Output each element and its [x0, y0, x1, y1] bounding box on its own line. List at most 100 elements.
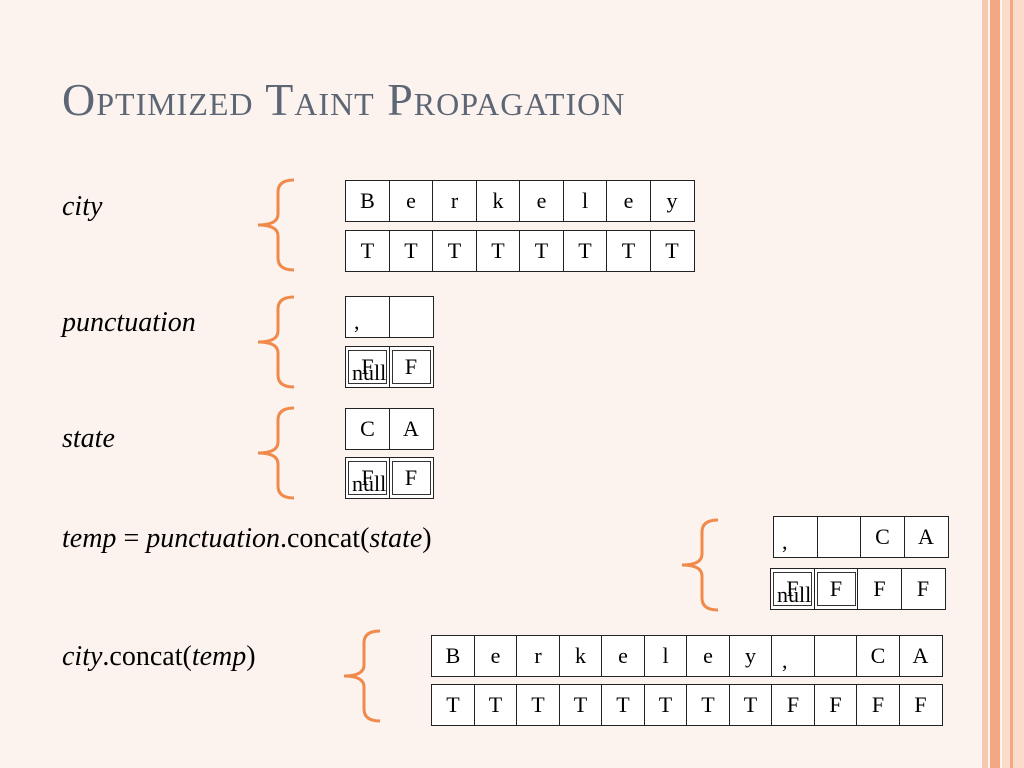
null-box [391, 461, 431, 495]
char-cell: C [345, 408, 390, 450]
taint-cell: F null [770, 568, 815, 610]
char-cell: C [856, 635, 900, 677]
taint-cell: T [643, 684, 688, 726]
taint-cell: T [686, 684, 730, 726]
temp-taint: F null F F F [770, 568, 946, 610]
taint-cell: F [898, 684, 943, 726]
char-cell: B [345, 180, 390, 222]
char-cell: A [388, 408, 434, 450]
char-cell [813, 635, 858, 677]
null-box [816, 572, 856, 606]
brace-result-icon [343, 629, 381, 723]
label-state: state [62, 422, 115, 456]
label-temp-arg: punctuation [146, 523, 280, 554]
taint-value: F [916, 576, 930, 601]
char-cell: , [773, 516, 818, 558]
decor-stripe-4 [1010, 0, 1013, 768]
taint-cell: F [388, 457, 434, 499]
taint-cell: F null [345, 346, 390, 388]
label-state-var: state [62, 423, 115, 454]
taint-cell: T [431, 684, 475, 726]
taint-value: F [361, 465, 374, 490]
char-cell: l [643, 635, 688, 677]
taint-cell: T [649, 230, 695, 272]
char-cell: k [475, 180, 521, 222]
taint-cell: T [345, 230, 390, 272]
label-city: city [62, 190, 102, 224]
char-cell: k [558, 635, 603, 677]
taint-cell: F [857, 568, 902, 610]
char-cell [388, 296, 434, 338]
taint-cell: F [900, 568, 946, 610]
taint-cell: F [813, 684, 858, 726]
taint-cell: T [519, 230, 564, 272]
char-cell [816, 516, 862, 558]
null-label: null [352, 471, 387, 496]
label-result: city.concat(temp) [62, 640, 256, 674]
taint-value: F [361, 354, 374, 379]
taint-cell: T [473, 684, 518, 726]
taint-cell: F [856, 684, 900, 726]
slide-title: Optimized Taint Propagation [62, 74, 626, 125]
char-cell: y [728, 635, 773, 677]
taint-value: F [786, 576, 799, 601]
char-cell: B [431, 635, 475, 677]
taint-cell: F null [345, 457, 390, 499]
state-chars: C A [345, 408, 434, 450]
label-temp-method: .concat( [280, 523, 370, 554]
taint-cell: F [813, 568, 859, 610]
label-result-method: .concat( [102, 641, 192, 672]
null-box [773, 572, 812, 606]
null-box [348, 461, 387, 495]
taint-cell: T [601, 684, 645, 726]
taint-cell: T [475, 230, 521, 272]
city-taint: T T T T T T T T [345, 230, 695, 272]
taint-cell: T [606, 230, 651, 272]
char-cell: A [903, 516, 949, 558]
decor-stripe-2 [990, 0, 1000, 768]
taint-cell: T [432, 230, 477, 272]
taint-cell: T [562, 230, 608, 272]
char-cell: e [388, 180, 434, 222]
punctuation-chars: , [345, 296, 434, 338]
label-temp-eq: = [116, 523, 147, 554]
label-temp-inner: state [369, 523, 423, 554]
null-box [391, 350, 431, 384]
char-cell: e [686, 635, 730, 677]
city-chars: B e r k e l e y [345, 180, 695, 222]
label-punctuation-var: punctuation [62, 307, 196, 338]
null-box [348, 350, 387, 384]
decor-stripe-3 [1002, 0, 1024, 768]
char-cell: , [771, 635, 815, 677]
char-cell: r [432, 180, 477, 222]
char-cell: r [516, 635, 560, 677]
char-cell: e [601, 635, 645, 677]
char-cell: y [649, 180, 695, 222]
char-cell: l [562, 180, 608, 222]
taint-cell: T [728, 684, 773, 726]
brace-temp-icon [681, 518, 719, 612]
result-chars: B e r k e l e y , C A [431, 635, 943, 677]
char-cell: e [519, 180, 564, 222]
char-cell: e [473, 635, 518, 677]
taint-value: F [873, 576, 886, 601]
taint-cell: F [388, 346, 434, 388]
temp-chars: , C A [773, 516, 949, 558]
label-temp-close: ) [422, 523, 432, 554]
taint-value: F [829, 576, 843, 601]
char-cell: , [345, 296, 390, 338]
state-taint: F null F [345, 457, 434, 499]
brace-state-icon [257, 406, 295, 500]
label-city-var: city [62, 191, 103, 222]
taint-cell: T [558, 684, 603, 726]
taint-value: F [404, 354, 418, 379]
null-label: null [777, 582, 812, 607]
brace-punctuation-icon [257, 295, 295, 389]
taint-cell: T [388, 230, 434, 272]
label-result-var: city [62, 641, 103, 672]
taint-cell: F [771, 684, 815, 726]
label-result-inner: temp [191, 641, 247, 672]
taint-value: F [404, 465, 418, 490]
decor-stripe-1 [982, 0, 988, 768]
char-cell: C [860, 516, 905, 558]
